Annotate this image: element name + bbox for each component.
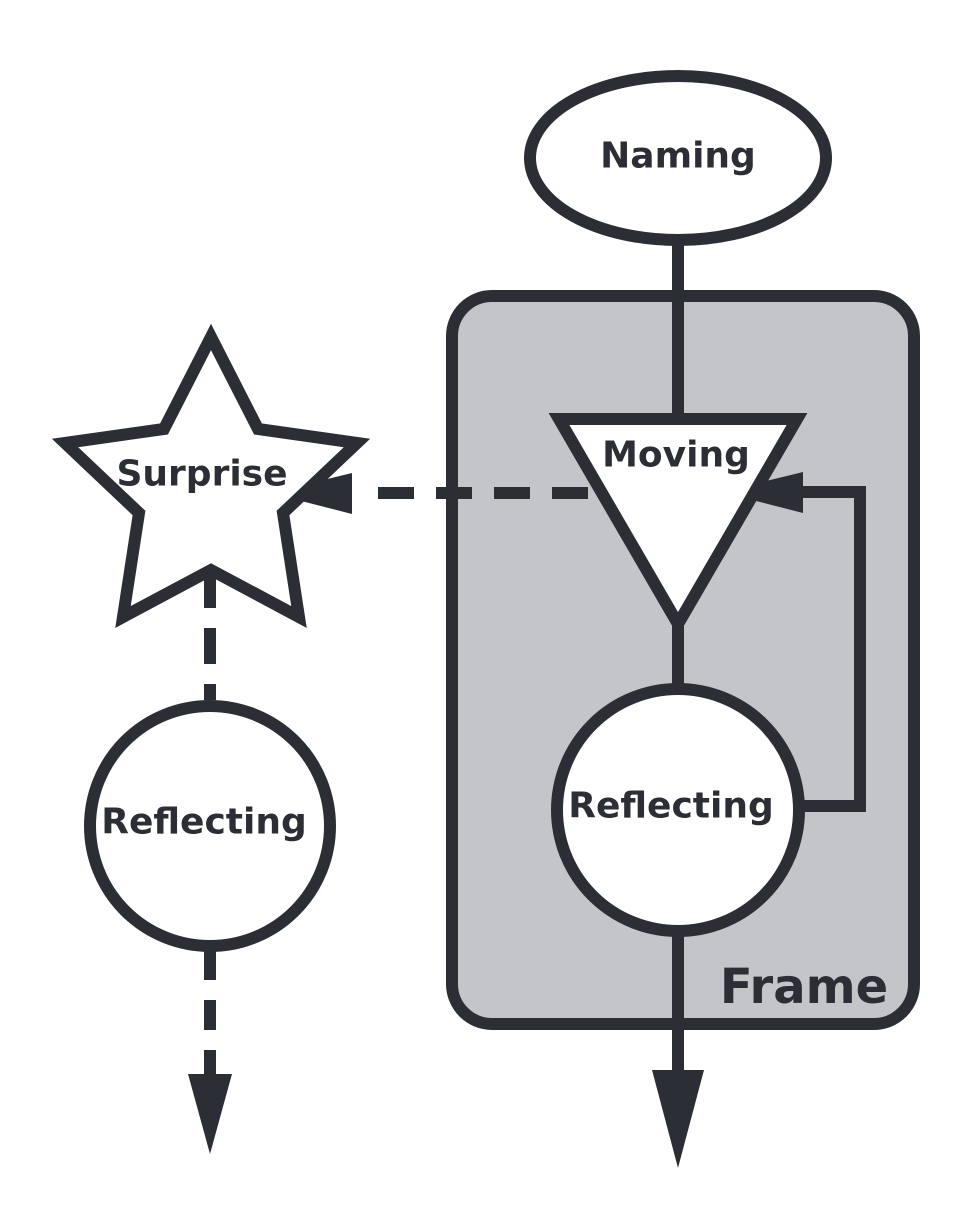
surprise-label: Surprise [116,454,287,495]
reflecting-inner-label: Reflecting [568,786,774,827]
feedback-arrowhead [721,472,803,513]
reflecting-outer-label: Reflecting [101,802,307,843]
reflecting-inner-node [551,683,805,937]
reflecting-outer-node [84,700,336,952]
exit-arrowhead [652,1070,704,1168]
frame-label: Frame [720,959,888,1015]
naming-label: Naming [600,136,756,177]
edge-feedback-loop [795,486,866,812]
outer-exit-arrowhead [188,1074,232,1154]
naming-node [524,70,832,246]
moving-node [548,413,808,636]
moving-label: Moving [602,435,750,476]
surprise-node [51,323,371,628]
